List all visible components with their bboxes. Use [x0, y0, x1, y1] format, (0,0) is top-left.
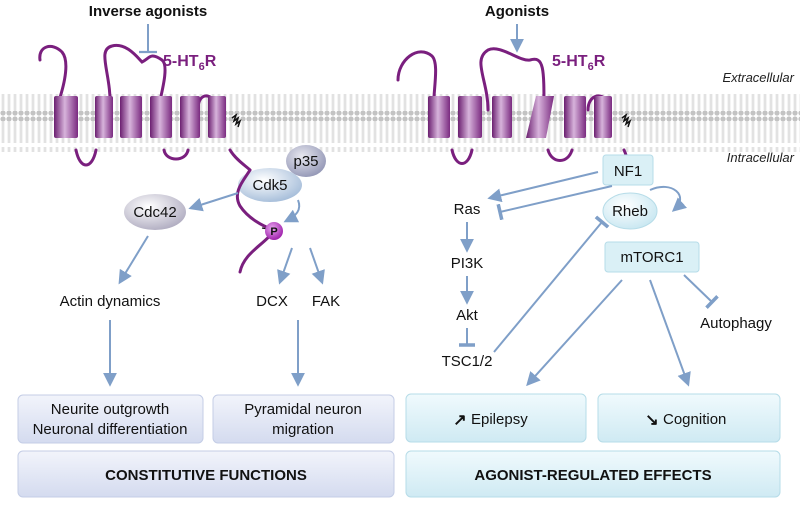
cognition-box: [597, 393, 781, 443]
ras-label: Ras: [454, 201, 481, 218]
agonist-effects-label: AGONIST-REGULATED EFFECTS: [474, 467, 711, 484]
arrow-phospho-dcx: [277, 247, 293, 285]
arrow-receptor-rheb: [649, 185, 688, 212]
arrow-phospho-fak: [309, 247, 325, 285]
arrow-mtorc1-epilepsy: [526, 279, 623, 387]
receptor-left: [38, 43, 252, 172]
epilepsy-box: [405, 393, 587, 443]
epilepsy-up-icon: ↗: [453, 412, 466, 429]
agonist-effects-box: [405, 450, 781, 498]
agonists-label: Agonists: [485, 3, 549, 20]
arrow-cdc42-actin: [118, 235, 149, 285]
constitutive-functions-box: [17, 450, 395, 498]
nf1-box: [602, 154, 654, 186]
cdk5-node: [238, 168, 302, 202]
arrow-mtorc1-cognition: [649, 279, 691, 387]
receptor-right-label: 5-HT6R: [552, 53, 606, 73]
c-terminal-tail: [235, 168, 277, 274]
rheb-label: Rheb: [612, 203, 648, 220]
cognition-label: Cognition: [663, 411, 726, 428]
mtorc1-label: mTORC1: [620, 249, 683, 266]
dcx-label: DCX: [256, 293, 288, 310]
fak-label: FAK: [312, 293, 340, 310]
rheb-node: [602, 192, 658, 230]
epilepsy-label: Epilepsy: [471, 411, 528, 428]
inhibit-nf1-ras: [496, 185, 613, 221]
constitutive-functions-label: CONSTITUTIVE FUNCTIONS: [105, 467, 307, 484]
phospho-label: P: [270, 226, 277, 238]
extracellular-label: Extracellular: [722, 70, 794, 85]
pyramidal-migration-line1: Pyramidal neuron: [244, 401, 362, 418]
p35-node: [286, 145, 326, 177]
inverse-agonists-label: Inverse agonists: [89, 3, 207, 20]
phospho-site: [265, 222, 283, 240]
neurite-outgrowth-line1: Neurite outgrowth: [51, 401, 169, 418]
inhibit-mtorc1-autophagy: [683, 274, 719, 309]
cognition-down-icon: ↘: [645, 412, 658, 429]
pi3k-label: PI3K: [451, 255, 484, 272]
akt-label: Akt: [456, 307, 479, 324]
autophagy-label: Autophagy: [700, 315, 772, 332]
nf1-label: NF1: [614, 163, 642, 180]
tsc-label: TSC1/2: [442, 353, 493, 370]
receptor-right: [396, 47, 632, 174]
neurite-outgrowth-line2: Neuronal differentiation: [33, 421, 188, 438]
cdk5-label: Cdk5: [252, 177, 287, 194]
cdc42-label: Cdc42: [133, 204, 176, 221]
p35-label: p35: [293, 153, 318, 170]
arrow-cdk5-phospho: [283, 199, 301, 223]
receptor-left-label: 5-HT6R: [163, 53, 217, 73]
pyramidal-migration-box: [212, 394, 395, 444]
cdc42-node: [124, 194, 186, 230]
pyramidal-migration-line2: migration: [272, 421, 334, 438]
arrow-receptor-ras: [487, 171, 599, 203]
intracellular-label: Intracellular: [727, 150, 795, 165]
actin-label: Actin dynamics: [60, 293, 161, 310]
arrow-cdk5-cdc42: [188, 192, 239, 212]
neurite-outgrowth-box: [17, 394, 204, 444]
inhibit-tsc-rheb: [493, 215, 610, 353]
mtorc1-box: [604, 241, 700, 273]
